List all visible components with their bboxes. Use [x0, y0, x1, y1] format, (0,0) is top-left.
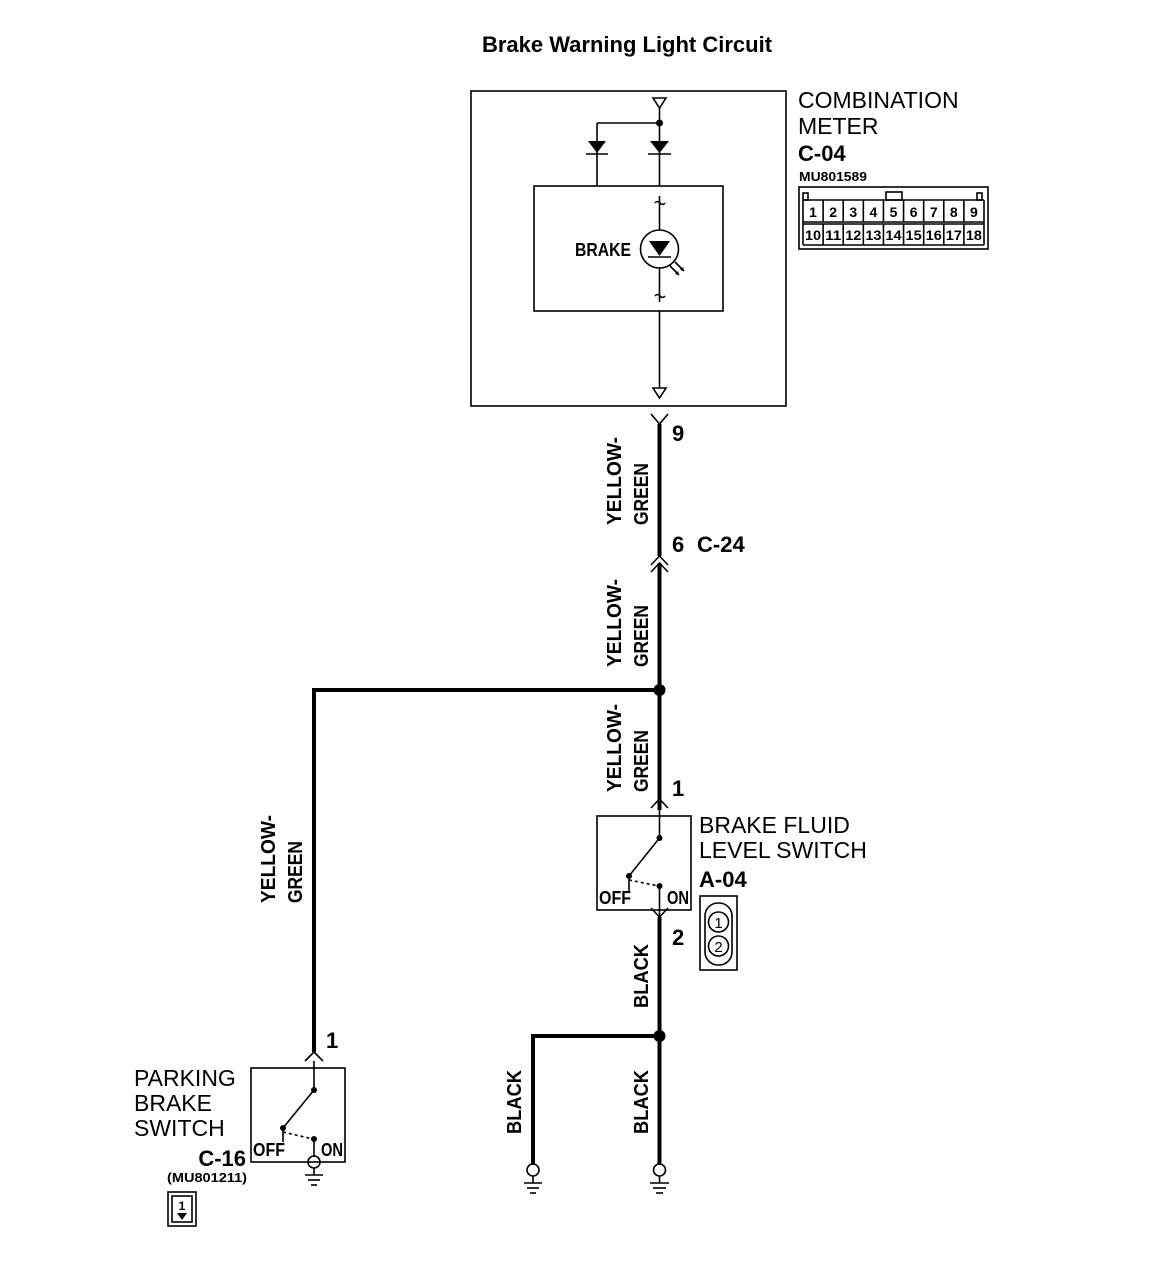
wire-color-label: BLACK [504, 1070, 526, 1135]
connector-pin-label: 7 [930, 204, 938, 220]
fluid-switch-terminal-2: 2 [672, 925, 684, 950]
connector-pin-label: 12 [845, 227, 861, 243]
wire-color-label: BLACK [631, 1070, 653, 1135]
connector-pin-label: 2 [829, 204, 837, 220]
connector-pin-label: 14 [885, 227, 901, 243]
wire-color-label: GREEN [631, 463, 653, 525]
brake-lamp-box [533, 185, 724, 312]
parking-switch-on-label: ON [321, 1140, 343, 1160]
diode-icon [650, 141, 669, 153]
wire-color-label: YELLOW- [604, 437, 626, 525]
parking-switch-off-label: OFF [253, 1140, 285, 1160]
c24-connector-id: C-24 [697, 532, 745, 557]
wire-color-label: GREEN [285, 841, 307, 903]
ground-icon [524, 1163, 542, 1194]
fluid-switch-terminal-1: 1 [672, 776, 684, 801]
connector-pin-label: 1 [809, 204, 817, 220]
ground-icon [650, 1163, 669, 1194]
diode-icon [588, 141, 606, 153]
fluid-switch-on-label: ON [667, 888, 689, 908]
connector-pin-label: 6 [910, 204, 918, 220]
fluid-switch-connector-id: A-04 [699, 867, 747, 892]
combination-meter: BRAKE COMBINATION METER C-04 MU801589 [470, 87, 959, 407]
a04-pin-1: 1 [714, 915, 722, 932]
meter-terminal-9: 9 [672, 421, 684, 446]
parking-switch-box [250, 1067, 346, 1163]
wire-color-label: BLACK [631, 944, 653, 1009]
wire-color-label: YELLOW- [604, 579, 626, 667]
connector-pin-label: 3 [849, 204, 857, 220]
combination-meter-box [470, 90, 787, 407]
parking-switch-terminal-1: 1 [326, 1028, 338, 1053]
parking-brake-switch: 1 OFF ON PARKING BRAKE SWITCH C-16 (MU80… [134, 1028, 346, 1227]
c24-terminal: 6 [672, 532, 684, 557]
wire-color-label: YELLOW- [258, 815, 280, 903]
meter-output-arrow [651, 387, 668, 400]
connector-pin-label: 4 [869, 204, 877, 220]
meter-part-number: MU801589 [799, 169, 867, 184]
connector-pin-label: 15 [906, 227, 922, 243]
wire-color-label: GREEN [631, 605, 653, 667]
fluid-switch-off-label: OFF [599, 888, 631, 908]
connector-c16-face: 1 [167, 1191, 197, 1227]
meter-name-line2: METER [798, 113, 879, 139]
connector-pin-label: 8 [950, 204, 958, 220]
parking-switch-name-line3: SWITCH [134, 1115, 225, 1141]
connector-pin-label: 10 [805, 227, 821, 243]
connector-pin-label: 11 [825, 227, 841, 243]
connector-pin-label: 13 [865, 227, 881, 243]
meter-name-line1: COMBINATION [798, 87, 959, 113]
ground-icon [305, 1155, 323, 1186]
diagram-title: Brake Warning Light Circuit [482, 32, 773, 57]
ground-wires [524, 1030, 669, 1194]
fluid-switch-name-line1: BRAKE FLUID [699, 812, 850, 838]
connector-pin-label: 16 [926, 227, 942, 243]
wire-color-label: GREEN [631, 730, 653, 792]
a04-pin-2: 2 [714, 939, 722, 956]
brake-lamp-label: BRAKE [575, 240, 631, 260]
fluid-switch-box [596, 815, 692, 911]
connector-pin-label: 5 [890, 204, 898, 220]
parking-switch-name-line2: BRAKE [134, 1090, 212, 1116]
meter-input-arrow [651, 97, 668, 110]
main-wire: 9 6 C-24 [312, 413, 745, 1052]
fluid-switch-name-line2: LEVEL SWITCH [699, 837, 867, 863]
parking-switch-part-number: (MU801211) [167, 1170, 247, 1185]
c16-pin-1: 1 [179, 1199, 186, 1213]
parking-switch-name-line1: PARKING [134, 1065, 236, 1091]
connector-a04-face: 1 2 [699, 895, 738, 971]
meter-connector-id: C-04 [798, 141, 846, 166]
connector-pin-label: 9 [970, 204, 978, 220]
connector-pin-label: 17 [946, 227, 962, 243]
connector-pin-label: 18 [966, 227, 982, 243]
parking-switch-connector-id: C-16 [198, 1146, 246, 1171]
wire-color-label: YELLOW- [604, 704, 626, 792]
